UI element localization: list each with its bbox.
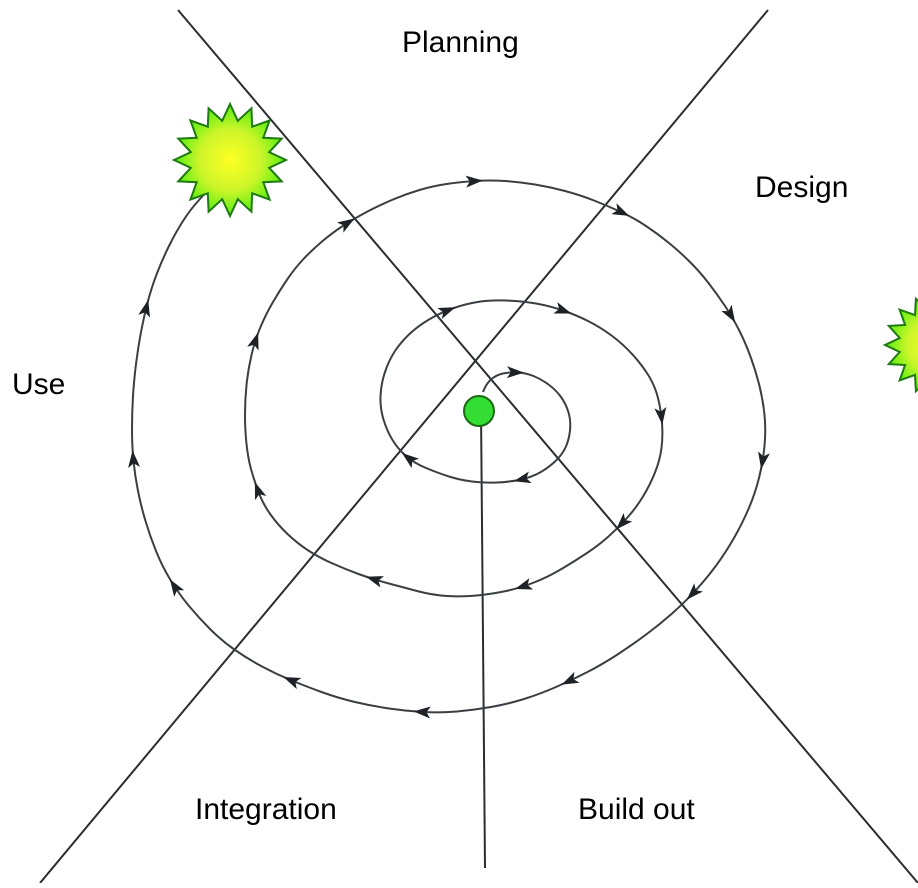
direction-arrows [128,175,770,719]
phase-label-use: Use [12,368,66,401]
direction-arrow-icon [686,583,703,600]
direction-arrow-icon [336,218,355,233]
direction-arrow-icon [561,671,580,685]
center-dot-icon [463,395,495,427]
starburst-icon [882,296,918,394]
phase-label-integration: Integration [195,793,337,826]
direction-arrow-icon [413,706,431,719]
direction-arrow-icon [128,450,141,468]
direction-arrow-icon [553,302,572,314]
direction-arrow-icon [365,576,384,588]
spiral-path [130,179,767,714]
direction-arrow-icon [654,406,667,425]
direction-arrow-icon [254,482,267,501]
phase-label-design: Design [755,171,849,204]
direction-arrow-icon [465,175,483,188]
direction-arrow-icon [515,578,534,590]
direction-arrow-icon [283,677,302,690]
direction-arrow-icon [758,451,770,470]
direction-arrow-icon [138,299,150,318]
direction-arrow-icon [721,304,736,323]
phase-label-planning: Planning [402,26,519,59]
phase-label-build-out: Build out [578,793,695,826]
divider-integration-buildout [480,409,486,869]
phase-dividers [39,9,918,884]
direction-arrow-icon [611,203,630,216]
divider-planning-design [39,9,769,884]
direction-arrow-icon [169,579,185,597]
direction-arrow-icon [616,513,633,530]
divider-use-planning [177,9,918,884]
direction-arrow-icon [506,366,524,379]
starburst-icon [171,101,289,219]
direction-arrow-icon [513,471,532,484]
direction-arrow-icon [402,452,420,469]
direction-arrow-icon [437,307,456,320]
direction-arrow-icon [247,332,259,351]
